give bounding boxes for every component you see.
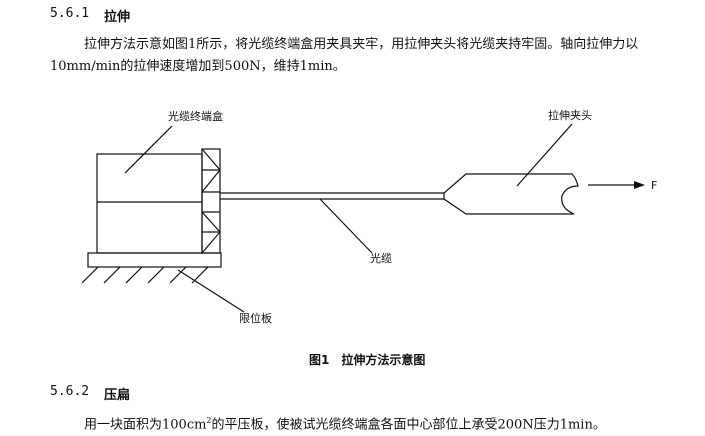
paragraph-line: 10mm/min的拉伸速度增加到500N，维持1min。 xyxy=(50,59,346,74)
clamp-leader xyxy=(516,123,573,187)
label-cable: 光缆 xyxy=(370,251,392,265)
label-force: F xyxy=(651,179,657,192)
figure-caption-number: 图1 xyxy=(309,353,330,367)
terminal-box-shape xyxy=(96,153,203,254)
section-number: 5.6.1 xyxy=(50,6,90,21)
section-number: 5.6.2 xyxy=(50,384,90,399)
figure-caption: 图1 拉伸方法示意图 xyxy=(309,351,425,368)
label-terminal-box: 光缆终端盒 xyxy=(168,109,223,123)
paragraph-text: 的平压板，使被试光缆终端盒各面中心部位上承受200N压力1min。 xyxy=(211,417,606,433)
figure-caption-text: 拉伸方法示意图 xyxy=(341,353,426,367)
label-tensile-clamp: 拉伸夹头 xyxy=(548,108,592,122)
section-title: 压扁 xyxy=(104,388,131,403)
paragraph-line: 拉伸方法示意如图1所示，将光缆终端盒用夹具夹牢，用拉伸夹头将光缆夹持牢固。轴向拉… xyxy=(84,37,639,52)
tensile-clamp-shape xyxy=(443,173,579,215)
limit-plate-shape xyxy=(87,252,222,268)
force-arrow-head xyxy=(634,181,645,189)
ground-hatch xyxy=(81,266,209,284)
box-leader xyxy=(124,125,173,174)
section-title: 拉伸 xyxy=(104,10,131,25)
fixture-bar xyxy=(201,148,221,254)
label-limit-plate: 限位板 xyxy=(239,311,272,325)
paragraph-line: 用一块面积为100cm2的平压板，使被试光缆终端盒各面中心部位上承受200N压力… xyxy=(84,410,606,436)
paragraph-text: 用一块面积为100cm xyxy=(84,417,207,433)
superscript: 2 xyxy=(206,416,212,425)
plate-leader xyxy=(177,269,245,313)
cable-leader xyxy=(319,198,373,254)
